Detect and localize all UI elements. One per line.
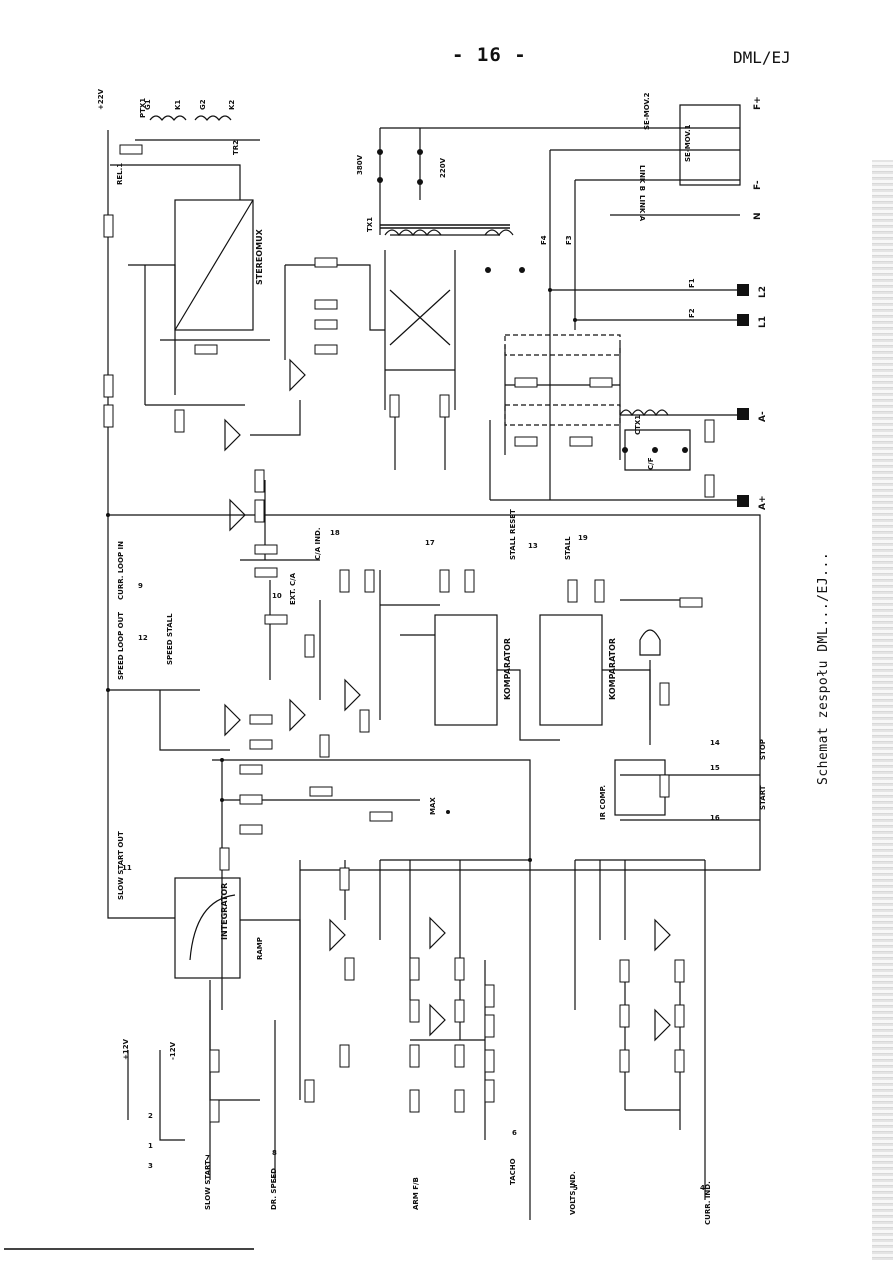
document-code: DML/EJ xyxy=(733,48,791,67)
label-stall-reset: STALL RESET xyxy=(509,509,517,560)
bottom-rule xyxy=(4,1248,254,1250)
pin-2: 2 xyxy=(148,1112,153,1120)
label-komparator-2: KOMPARATOR xyxy=(608,638,617,700)
pin-17: 17 xyxy=(425,539,435,547)
label-f2: F2 xyxy=(688,308,696,318)
label-rel1: REL.1 xyxy=(116,163,124,185)
pin-12: 12 xyxy=(138,634,148,642)
label-tr2: TR2 xyxy=(232,140,240,155)
label-stop: STOP xyxy=(759,739,767,760)
label-dr-speed: DR. SPEED xyxy=(270,1168,278,1210)
label-l2: L2 xyxy=(758,286,768,298)
label-a-plus: A+ xyxy=(758,495,768,510)
pin-9: 9 xyxy=(138,582,143,590)
label-k1: K1 xyxy=(174,100,182,110)
pin-8: 8 xyxy=(272,1149,277,1157)
label-link-a: LINK A xyxy=(638,195,646,222)
pin-3: 3 xyxy=(148,1162,153,1170)
label-g2: G2 xyxy=(199,99,207,110)
label-l1: L1 xyxy=(758,316,768,328)
pin-13: 13 xyxy=(528,542,538,550)
label-f3: F3 xyxy=(565,235,573,245)
scan-edge-noise xyxy=(872,160,893,1260)
pin-11: 11 xyxy=(122,864,132,872)
label-tacho: TACHO xyxy=(509,1158,517,1185)
label-f4: F4 xyxy=(540,235,548,245)
label-ext-ca: EXT. C/A xyxy=(289,572,297,605)
label-ctx1: CTX1 xyxy=(634,415,642,435)
label-speed-stall: SPEED STALL xyxy=(166,613,174,665)
pin-5: 5 xyxy=(573,1184,578,1192)
label-f-minus: F- xyxy=(753,180,763,190)
label-plus12v: +12V xyxy=(122,1038,130,1060)
label-ca-ind: C/A IND. xyxy=(314,528,322,560)
label-k2: K2 xyxy=(228,100,236,110)
label-se-mov1: SE-MOV.1 xyxy=(684,124,692,162)
label-curr-loop-in: CURR. LOOP IN xyxy=(117,541,125,600)
label-tx1: TX1 xyxy=(366,217,374,232)
label-slow-start-out: SLOW START OUT xyxy=(117,831,125,900)
label-start: START xyxy=(759,785,767,810)
pin-16: 16 xyxy=(710,814,720,822)
label-curr-ind: CURR. IND. xyxy=(704,1181,712,1225)
label-stall: STALL xyxy=(564,536,572,560)
label-stereomux: STEREOMUX xyxy=(255,228,264,285)
pin-10: 10 xyxy=(272,592,282,600)
label-ptx1: PTX1 xyxy=(139,98,147,118)
label-f-plus: F+ xyxy=(753,96,763,110)
label-380v: 380V xyxy=(356,154,364,175)
label-f1: F1 xyxy=(688,278,696,288)
label-arm-fb: ARM F/B xyxy=(412,1177,420,1210)
label-komparator-1: KOMPARATOR xyxy=(503,638,512,700)
label-cf: C/F xyxy=(647,457,655,470)
pin-14: 14 xyxy=(710,739,720,747)
label-se-mov2: SE-MOV.2 xyxy=(643,92,651,130)
label-link-b: LINK B xyxy=(638,165,646,191)
label-volts-ind: VOLTS IND. xyxy=(569,1171,577,1215)
label-max: MAX xyxy=(429,797,437,815)
pin-15: 15 xyxy=(710,764,720,772)
label-integrator: INTEGRATOR xyxy=(220,883,229,940)
pin-18: 18 xyxy=(330,529,340,537)
label-slow-start: SLOW START xyxy=(204,1160,212,1210)
label-ir-comp: IR COMP. xyxy=(599,785,607,820)
label-ramp: RAMP xyxy=(256,937,264,960)
pin-4: 4 xyxy=(700,1184,705,1192)
page-number: - 16 - xyxy=(452,44,527,66)
label-220v: 220V xyxy=(439,157,447,178)
label-n: N xyxy=(753,212,763,220)
label-plus22v: +22V xyxy=(97,88,105,110)
pin-6: 6 xyxy=(512,1129,517,1137)
pin-1: 1 xyxy=(148,1142,153,1150)
pin-7: 7 xyxy=(205,1154,210,1162)
label-minus12v: -12V xyxy=(169,1041,177,1060)
pin-19: 19 xyxy=(578,534,588,542)
label-a-minus: A- xyxy=(758,411,768,422)
label-speed-loop-out: SPEED LOOP OUT xyxy=(117,612,125,680)
label-g1: G1 xyxy=(144,99,152,110)
